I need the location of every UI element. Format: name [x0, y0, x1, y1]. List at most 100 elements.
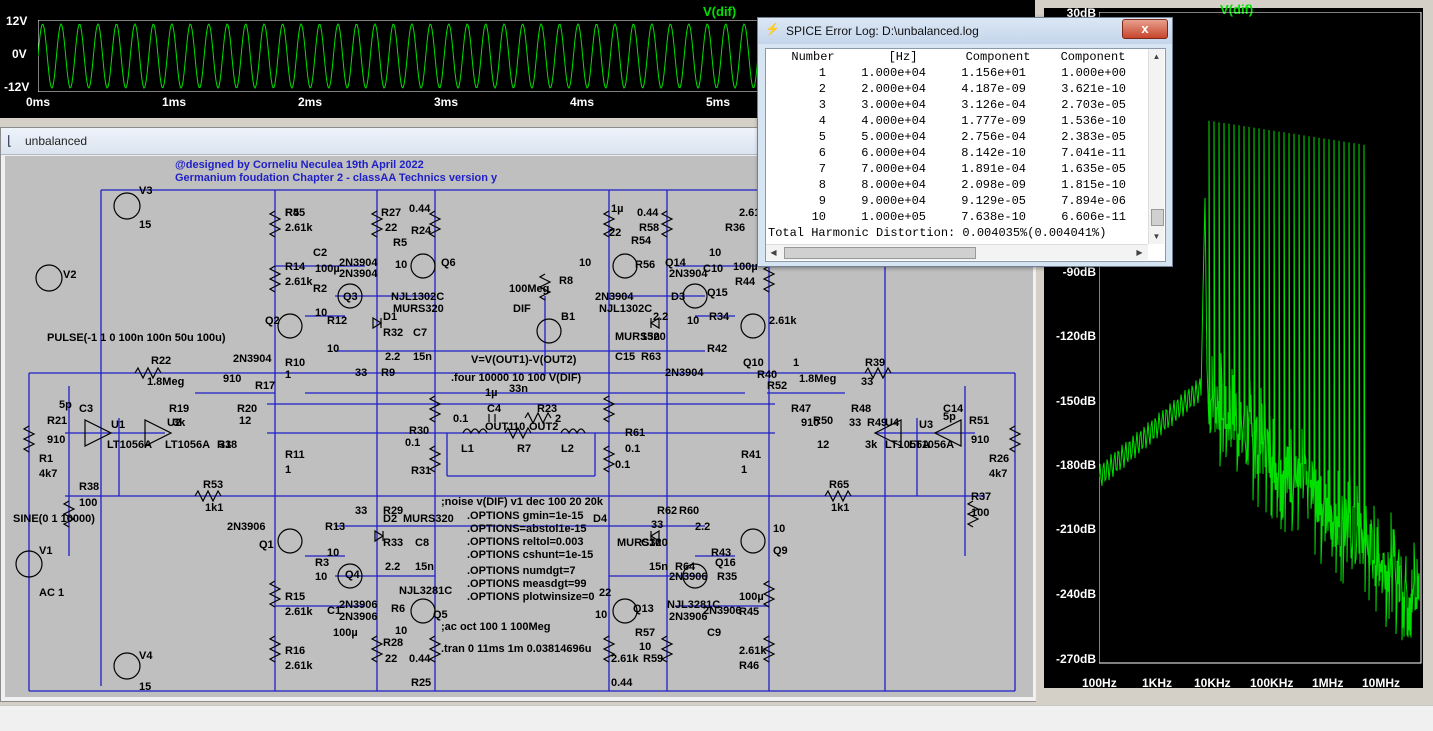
component-label: R58 [639, 222, 659, 234]
horizontal-scrollbar[interactable]: ◀ ▶ [766, 244, 1148, 260]
component-label: R26 [989, 453, 1009, 465]
log-cell: 7.638e-10 [961, 210, 1026, 224]
component-label: R16 [285, 645, 305, 657]
y-tick-label: 0V [12, 47, 27, 61]
y-tick-label: -270dB [1055, 652, 1096, 666]
component-label: R38 [79, 481, 99, 493]
component-label: 0.44 [409, 203, 431, 215]
component-label: Q16 [715, 557, 736, 569]
scroll-left-icon[interactable]: ◀ [770, 248, 777, 257]
scroll-right-icon[interactable]: ▶ [1136, 248, 1143, 257]
component-label: R28 [383, 637, 403, 649]
component-label: MURS320 [403, 513, 454, 525]
directive-label: .OPTIONS cshunt=1e-15 [467, 549, 593, 561]
component-label: R54 [631, 235, 652, 247]
fft-trace-title[interactable]: V(dif) [1220, 2, 1254, 17]
component-label: B1 [561, 311, 575, 323]
component-label: NJL3281C [667, 599, 720, 611]
component-label: R8 [559, 275, 573, 287]
component-label: 3k [865, 439, 878, 451]
log-cell: 1.891e-04 [961, 162, 1026, 176]
error-log-window[interactable]: ⚡ SPICE Error Log: D:\unbalanced.log x N… [757, 17, 1173, 267]
component-label: LT1056A [885, 439, 930, 451]
component-label: C14 [943, 403, 964, 415]
close-button[interactable]: x [1122, 19, 1168, 39]
y-tick-label: -210dB [1055, 522, 1096, 536]
component-label: U2 [167, 417, 181, 429]
log-cell: 1 [818, 66, 826, 80]
component-label: MURS320 [617, 537, 668, 549]
component-label: L2 [561, 443, 574, 455]
component-label: R12 [327, 315, 347, 327]
scroll-down-icon[interactable]: ▼ [1152, 232, 1161, 241]
component-label: Q3 [343, 291, 358, 303]
trace-title[interactable]: V(dif) [703, 4, 737, 19]
component-label: 0.1 [405, 437, 420, 449]
component-label: U4 [885, 417, 900, 429]
log-cell: 1.000e+00 [1061, 66, 1126, 80]
component-label: 2.2 [653, 311, 668, 323]
component-label: 100µ [333, 627, 358, 639]
component-label: 910 [47, 434, 65, 446]
resistors [22, 210, 1022, 663]
log-cell: 2.756e-04 [961, 130, 1026, 144]
log-cell: 6.000e+04 [861, 146, 926, 160]
x-tick-label: 1MHz [1312, 676, 1344, 690]
component-label: C7 [413, 327, 427, 339]
window-title: unbalanced [25, 134, 88, 148]
component-label: 0.1 [625, 443, 640, 455]
component-label: R59 [643, 653, 663, 665]
component-label: 2N3904 [665, 367, 704, 379]
directive-label: V=V(OUT1)-V(OUT2) [471, 354, 577, 366]
component-label: 100Meg [509, 283, 549, 295]
schematic-drawing[interactable]: @designed by Corneliu Neculea 19th April… [5, 156, 1033, 697]
component-label: R44 [735, 276, 756, 288]
component-label: 2N3906 [669, 571, 708, 583]
component-label: R51 [969, 415, 989, 427]
component-label: 910 [801, 417, 819, 429]
component-label: 2.61k [611, 653, 639, 665]
y-tick-label: -180dB [1055, 458, 1096, 472]
component-label: D3 [671, 291, 685, 303]
x-tick-label: 4ms [570, 95, 595, 109]
component-label: U1 [111, 419, 125, 431]
component-label: R3 [315, 557, 329, 569]
log-cell: 9 [818, 194, 826, 208]
component-label: R39 [865, 357, 885, 369]
component-label: Q1 [259, 539, 274, 551]
source-label: SINE(0 1 10000) [13, 513, 95, 525]
component-label: 2N3904 [669, 268, 708, 280]
net-label: OUT1 [485, 421, 514, 433]
log-cell: 9.000e+04 [861, 194, 926, 208]
directive-label: ;ac oct 100 1 100Meg [441, 621, 550, 633]
component-label: Q4 [345, 569, 361, 581]
component-label: R36 [725, 222, 745, 234]
component-label: Q14 [665, 257, 687, 269]
scroll-up-icon[interactable]: ▲ [1152, 52, 1161, 61]
error-log-titlebar[interactable]: ⚡ SPICE Error Log: D:\unbalanced.log x [758, 18, 1172, 44]
component-label: 1 [285, 369, 291, 381]
scroll-thumb[interactable] [1151, 209, 1164, 226]
component-label: 100µ [315, 263, 340, 275]
schematic-labels: @designed by Corneliu Neculea 19th April… [13, 159, 1009, 693]
close-icon: x [1141, 21, 1149, 36]
scroll-thumb[interactable] [784, 247, 976, 259]
component-label: 2.2 [385, 561, 400, 573]
directive-label: .OPTIONS plotwinsize=0 [467, 591, 594, 603]
vertical-scrollbar[interactable]: ▲ ▼ [1148, 49, 1164, 244]
component-label: 1 [741, 464, 747, 476]
log-cell: 2.383e-05 [1061, 130, 1126, 144]
component-label: 2.2 [695, 521, 710, 533]
component-label: R53 [203, 479, 223, 491]
directive-label: .four 10000 10 100 V(DIF) [451, 372, 582, 384]
component-label: 22 [599, 587, 611, 599]
component-label: 1k1 [831, 502, 849, 514]
component-label: 10 [709, 247, 721, 259]
component-label: 10 [395, 625, 407, 637]
